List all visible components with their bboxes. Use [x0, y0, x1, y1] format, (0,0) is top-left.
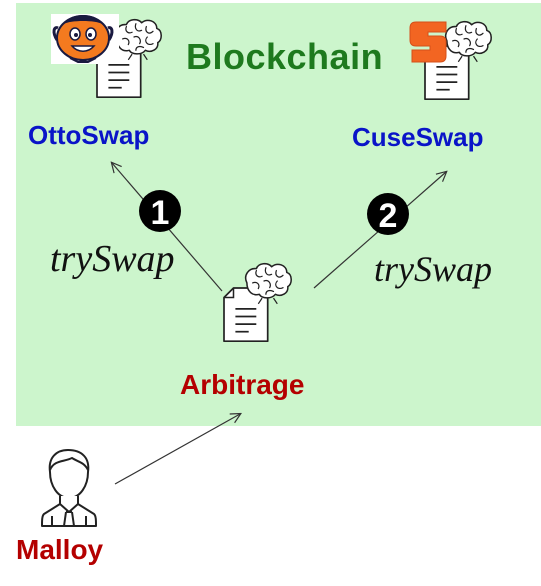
step-badge-1: 1 — [139, 190, 181, 232]
step-number-2: 2 — [379, 197, 398, 235]
step-number-1: 1 — [151, 194, 170, 232]
cuseswap-label: CuseSwap — [352, 122, 484, 152]
otto-mascot-icon — [51, 14, 119, 64]
blockchain-title: Blockchain — [186, 36, 384, 77]
tryswap-label-1: trySwap — [50, 238, 175, 280]
arrow-malloy-to-arbitrage — [114, 414, 240, 485]
step-badge-2: 2 — [367, 193, 409, 235]
malloy-label: Malloy — [16, 534, 104, 565]
malloy-person-icon — [41, 449, 97, 527]
arbitrage-label: Arbitrage — [180, 369, 305, 400]
syracuse-s-logo-icon — [409, 21, 447, 63]
tryswap-label-2: trySwap — [374, 249, 493, 289]
ottoswap-label: OttoSwap — [28, 120, 150, 150]
